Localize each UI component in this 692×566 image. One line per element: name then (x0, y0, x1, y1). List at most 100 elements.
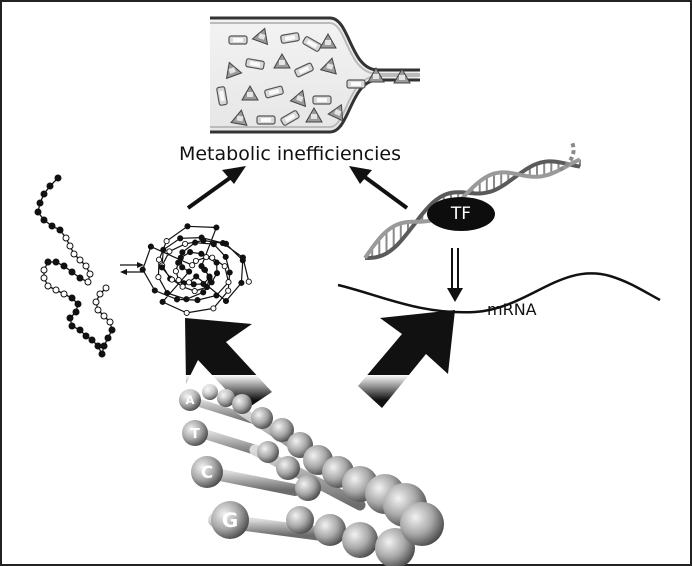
transcription-arrow (447, 248, 463, 302)
molecule (216, 86, 228, 106)
residue (76, 256, 84, 264)
residue (225, 287, 232, 294)
molecule (312, 95, 332, 105)
residue (192, 257, 199, 264)
residue (139, 266, 146, 273)
residue (213, 259, 220, 266)
molecule (241, 84, 259, 101)
residue (213, 292, 220, 299)
residue (155, 274, 162, 281)
residue (198, 234, 205, 241)
residue (187, 249, 194, 256)
residue (210, 241, 217, 248)
residue (106, 318, 114, 326)
unfolded-protein-chain (34, 174, 116, 358)
residue (82, 262, 90, 270)
backbone-sphere (400, 502, 444, 546)
residue (175, 259, 182, 266)
residue (66, 242, 74, 250)
base-letter: C (201, 462, 213, 482)
residue (52, 258, 60, 266)
residue (209, 254, 216, 261)
residue (36, 199, 44, 207)
base-g-sphere: G (211, 501, 249, 539)
residue (46, 182, 54, 190)
residue (96, 290, 104, 298)
residue (183, 309, 190, 316)
dna-fade (160, 375, 430, 400)
residue (34, 208, 42, 216)
residue (60, 262, 68, 270)
molecule-cluster (216, 27, 411, 126)
residue (98, 350, 106, 358)
arrow-fold-to-metabolic (186, 166, 246, 210)
molecule (294, 62, 314, 78)
backbone-sphere (286, 506, 314, 534)
residue (222, 297, 230, 305)
metabolic-funnel (210, 16, 420, 134)
residue (179, 249, 186, 256)
molecule (280, 110, 300, 126)
residue (177, 254, 184, 261)
backbone-sphere (251, 407, 273, 429)
residue (238, 279, 245, 286)
residue (225, 279, 232, 286)
residue (60, 290, 68, 298)
molecule (319, 32, 337, 49)
molecule (346, 79, 366, 89)
residue (179, 264, 186, 271)
residue (40, 274, 48, 282)
residue (200, 289, 207, 296)
residue (166, 248, 173, 255)
molecule (228, 35, 248, 45)
folded-protein-chain (139, 223, 252, 316)
residue (72, 308, 80, 316)
residue (155, 256, 163, 263)
base-letter: A (186, 393, 195, 407)
molecule (273, 52, 291, 69)
molecule (230, 109, 248, 126)
residue (175, 276, 182, 284)
residue (104, 334, 112, 342)
residue (179, 283, 186, 290)
residue (52, 286, 60, 294)
residue (44, 258, 52, 266)
residue (245, 278, 252, 285)
residue (194, 297, 201, 304)
residue (68, 322, 76, 330)
molecule (256, 115, 276, 125)
residue (208, 279, 215, 286)
residue (173, 296, 181, 303)
residue (222, 253, 229, 260)
molecule (393, 67, 411, 84)
residue (82, 332, 90, 340)
tf-oval (427, 197, 495, 231)
dna-helix-upper (363, 141, 581, 260)
residue (92, 298, 100, 306)
base-c-sphere: C (191, 456, 223, 488)
residue (183, 296, 190, 303)
residue (219, 240, 226, 247)
residue (86, 270, 94, 278)
residue (184, 223, 191, 230)
residue (100, 342, 108, 350)
base-letter: T (190, 426, 200, 442)
residue (206, 273, 213, 280)
residue (76, 326, 84, 334)
residue (168, 276, 176, 283)
molecule (251, 27, 269, 46)
residue (62, 234, 70, 242)
molecule (327, 103, 344, 122)
chain-backbone (142, 225, 250, 314)
residue (193, 273, 200, 280)
residue (66, 314, 74, 322)
residue (189, 262, 196, 269)
backbone-sphere (257, 441, 279, 463)
residue (159, 298, 166, 305)
residue (40, 190, 48, 198)
molecule (280, 32, 300, 44)
residue (213, 270, 221, 277)
residue (203, 284, 211, 291)
dna-ladder-bottom: A T CG (160, 375, 444, 566)
residue (182, 240, 189, 247)
